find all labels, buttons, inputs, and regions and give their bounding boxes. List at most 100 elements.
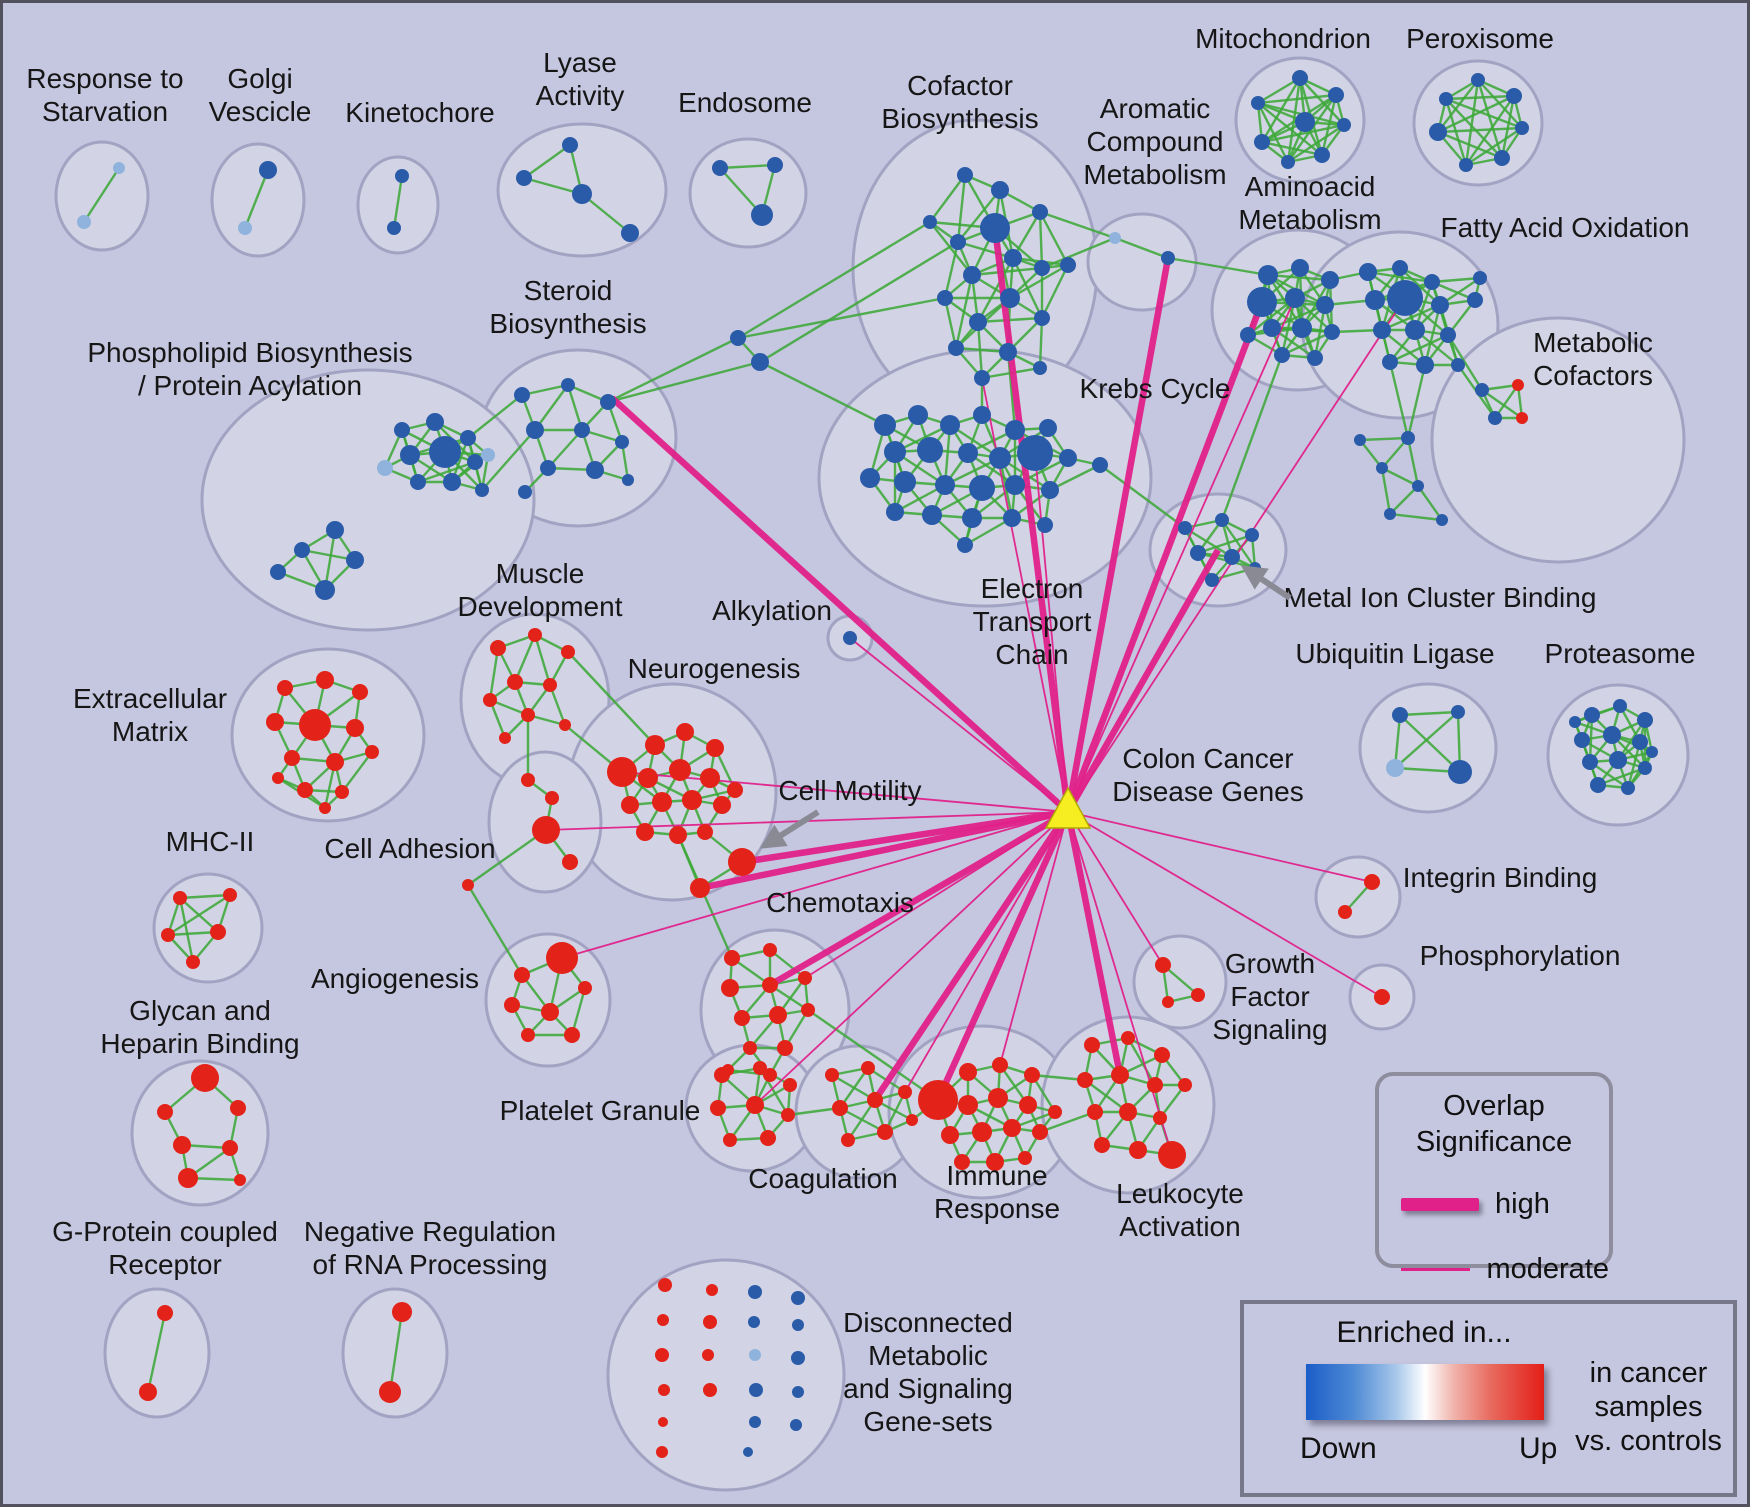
edge-green [417, 460, 476, 484]
gene-set-node [467, 454, 483, 470]
edge-green [807, 1009, 939, 1101]
gene-set-node [969, 313, 987, 331]
gene-set-node [1041, 481, 1059, 499]
edge-green [607, 360, 761, 404]
gene-set-node [528, 628, 542, 642]
gene-set-node [1431, 296, 1449, 314]
edge-green [513, 634, 537, 683]
gene-set-node [792, 1319, 804, 1331]
gene-set-node [763, 1068, 777, 1082]
edge-green [839, 1067, 869, 1109]
gene-set-node [238, 221, 252, 235]
gene-set-node [991, 181, 1009, 199]
gene-set-node [963, 266, 981, 284]
gene-set-node [748, 1285, 762, 1299]
edge-green [1446, 334, 1484, 391]
gene-set-node [426, 413, 444, 431]
gene-set-node [657, 1314, 669, 1326]
gene-set-node [1178, 521, 1192, 535]
edge-significance-high [991, 227, 1072, 813]
edge-green [1256, 102, 1290, 163]
gene-set-node [1609, 751, 1627, 769]
edge-green [1445, 98, 1503, 159]
gene-set-node [352, 684, 368, 700]
edge-green [1257, 93, 1337, 105]
edge-green [1114, 236, 1169, 260]
gene-set-node [1205, 573, 1219, 587]
gene-set-node [621, 796, 639, 814]
gene-set-node [586, 461, 604, 479]
gene-set-node [173, 891, 187, 905]
gene-set-node [319, 802, 331, 814]
edge-green [957, 240, 1014, 260]
gene-set-node [1059, 449, 1077, 467]
gene-set-node [490, 640, 506, 656]
edge-significance-high [935, 810, 1071, 1102]
gene-set-node [1328, 87, 1344, 103]
gene-set-node [1129, 1141, 1147, 1159]
gene-set-node [259, 161, 277, 179]
edge-green [956, 174, 967, 243]
edge-significance-moderate [1067, 811, 1164, 966]
gene-set-node [234, 1174, 246, 1186]
gene-set-node [751, 353, 769, 371]
edge-green [1500, 95, 1516, 159]
gene-set-node [1424, 274, 1440, 290]
label-kinetochore: Kinetochore [345, 97, 494, 128]
gene-set-node [223, 888, 237, 902]
edge-green [1031, 1073, 1086, 1082]
gene-set-node [532, 816, 560, 844]
gene-set-node [157, 1305, 173, 1321]
gene-set-node [518, 485, 532, 499]
edge-green [1394, 711, 1459, 769]
gene-set-node [769, 1006, 787, 1024]
gene-set-node [1215, 513, 1229, 527]
gene-set-node [1376, 462, 1388, 474]
gene-set-node [940, 415, 960, 435]
gene-set-node [1473, 271, 1487, 285]
gene-set-node [937, 290, 953, 306]
edge-green [1597, 766, 1646, 787]
edge-green [1039, 1110, 1096, 1134]
gene-set-node [1153, 1111, 1167, 1125]
gene-set-node [957, 167, 973, 183]
gene-set-node [173, 1136, 191, 1154]
edge-significance-moderate [621, 771, 1069, 813]
gene-set-node [1488, 411, 1502, 425]
gene-set-node [1459, 158, 1473, 172]
gene-set-node [1439, 92, 1453, 106]
gene-set-node [1584, 707, 1600, 723]
gene-set-node [326, 521, 344, 539]
gene-set-node [507, 674, 523, 690]
edge-green [523, 176, 583, 196]
gene-set-node [1382, 354, 1398, 370]
gene-set-node [941, 1126, 959, 1144]
gene-set-node [843, 631, 857, 645]
gene-set-node [481, 448, 495, 462]
gene-set-node [749, 1383, 763, 1397]
gene-set-node [1646, 746, 1658, 758]
gene-set-node [210, 924, 226, 940]
edge-green [759, 360, 886, 427]
edge-green [1406, 364, 1427, 439]
gene-set-node [798, 971, 812, 985]
gene-set-node [1365, 290, 1385, 310]
edge-green [1381, 303, 1441, 332]
moderate-significance-swatch [1401, 1268, 1471, 1271]
overlap-significance-legend: Overlap Significance high moderate [1375, 1072, 1613, 1285]
edge-green [1038, 211, 1044, 269]
edge-significance-high [872, 810, 1071, 1102]
gene-set-node [706, 1284, 718, 1296]
edge-green [523, 144, 571, 179]
gene-set-node [713, 796, 731, 814]
gene-set-node [1109, 232, 1121, 244]
gene-set-node [178, 1168, 198, 1188]
gene-set-node [316, 671, 334, 689]
gene-set-node [908, 405, 928, 425]
gene-set-node [1281, 155, 1295, 169]
gene-set-node [1190, 545, 1206, 561]
gene-set-node [186, 955, 200, 969]
edge-green [1389, 333, 1449, 364]
